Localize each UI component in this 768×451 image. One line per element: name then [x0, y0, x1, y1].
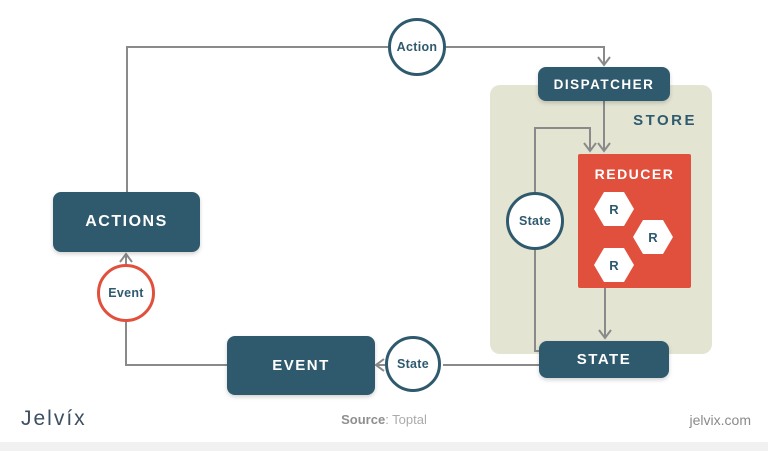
dispatcher-box-label: DISPATCHER — [553, 76, 655, 92]
state-box: STATE — [539, 341, 669, 378]
actions-box: ACTIONS — [53, 192, 200, 252]
event-box: EVENT — [227, 336, 375, 395]
jelvix-logo: Jelvíx — [21, 407, 87, 430]
action-circle-label: Action — [396, 40, 438, 54]
reducer-hexagon-icon: R — [594, 192, 634, 226]
store-label: STORE — [633, 112, 697, 129]
event-circle: Event — [97, 264, 155, 322]
state-box-label: STATE — [576, 351, 632, 368]
dispatcher-box: DISPATCHER — [538, 67, 670, 101]
reducer-unit-label: R — [609, 257, 619, 273]
website-text: jelvix.com — [689, 412, 751, 428]
bottom-strip — [0, 442, 768, 451]
source-credit: Source: Toptal — [0, 412, 768, 427]
source-credit-value: : Toptal — [385, 412, 427, 427]
event-circle-label: Event — [108, 286, 144, 300]
reducer-box-label: REDUCER — [594, 166, 675, 182]
action-circle: Action — [388, 18, 446, 76]
reducer-unit-label: R — [609, 201, 619, 217]
source-credit-label: Source — [341, 412, 386, 427]
reducer-unit-label: R — [648, 229, 658, 245]
state-circle-store: State — [506, 192, 564, 250]
actions-box-label: ACTIONS — [85, 213, 168, 230]
reducer-hexagon-icon: R — [633, 220, 673, 254]
event-box-label: EVENT — [272, 357, 330, 374]
state-circle-flow: State — [385, 336, 441, 392]
state-circle-store-label: State — [518, 214, 552, 228]
state-circle-flow-label: State — [396, 357, 430, 371]
reducer-box: REDUCER R R R — [578, 154, 691, 288]
reducer-hexagon-icon: R — [594, 248, 634, 282]
